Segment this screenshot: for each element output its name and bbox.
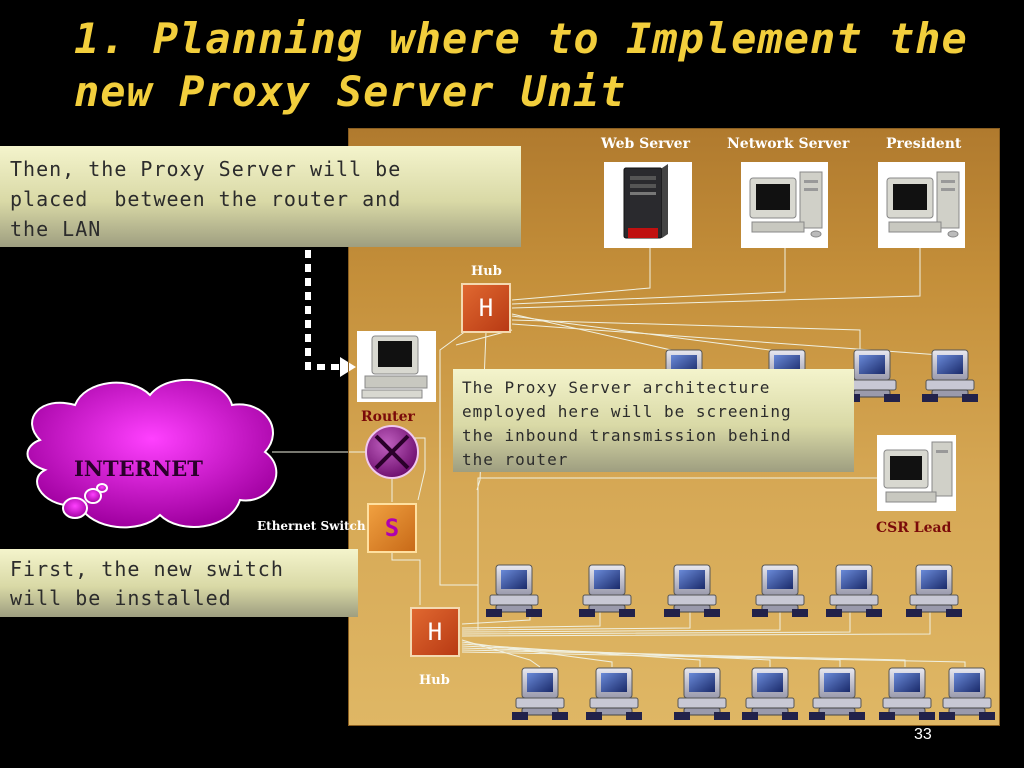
network-server-icon <box>741 162 828 248</box>
web-server-label: Web Server <box>601 136 690 152</box>
csr-lead-label: CSR Lead <box>876 520 952 536</box>
ethernet-switch-label: Ethernet Switch <box>257 519 366 533</box>
president-label: President <box>886 136 962 152</box>
workstation-group-middle <box>485 564 963 618</box>
ethernet-switch: S <box>367 503 417 553</box>
hub-top-label: Hub <box>471 264 502 279</box>
web-server-icon <box>604 162 692 248</box>
router-icon <box>365 425 419 479</box>
internet-cloud <box>26 379 278 529</box>
router-label: Router <box>361 409 415 425</box>
president-pc-icon <box>878 162 965 248</box>
workstation-group-bottom <box>511 667 996 721</box>
network-server-label: Network Server <box>727 136 850 152</box>
callout-switch-install: First, the new switch will be installed <box>0 549 358 617</box>
slide-title: 1. Planning where to Implement the new P… <box>74 14 968 116</box>
proxy-server-icon <box>357 331 436 402</box>
csr-lead-pc-icon <box>877 435 956 511</box>
page-number: 33 <box>914 726 932 743</box>
callout-architecture: The Proxy Server architecture employed h… <box>453 369 854 472</box>
callout-proxy-placement: Then, the Proxy Server will be placed be… <box>0 146 521 247</box>
hub-bottom-label: Hub <box>419 673 450 688</box>
internet-label: INTERNET <box>74 456 203 481</box>
hub-bottom: H <box>410 607 460 657</box>
hub-top: H <box>461 283 511 333</box>
